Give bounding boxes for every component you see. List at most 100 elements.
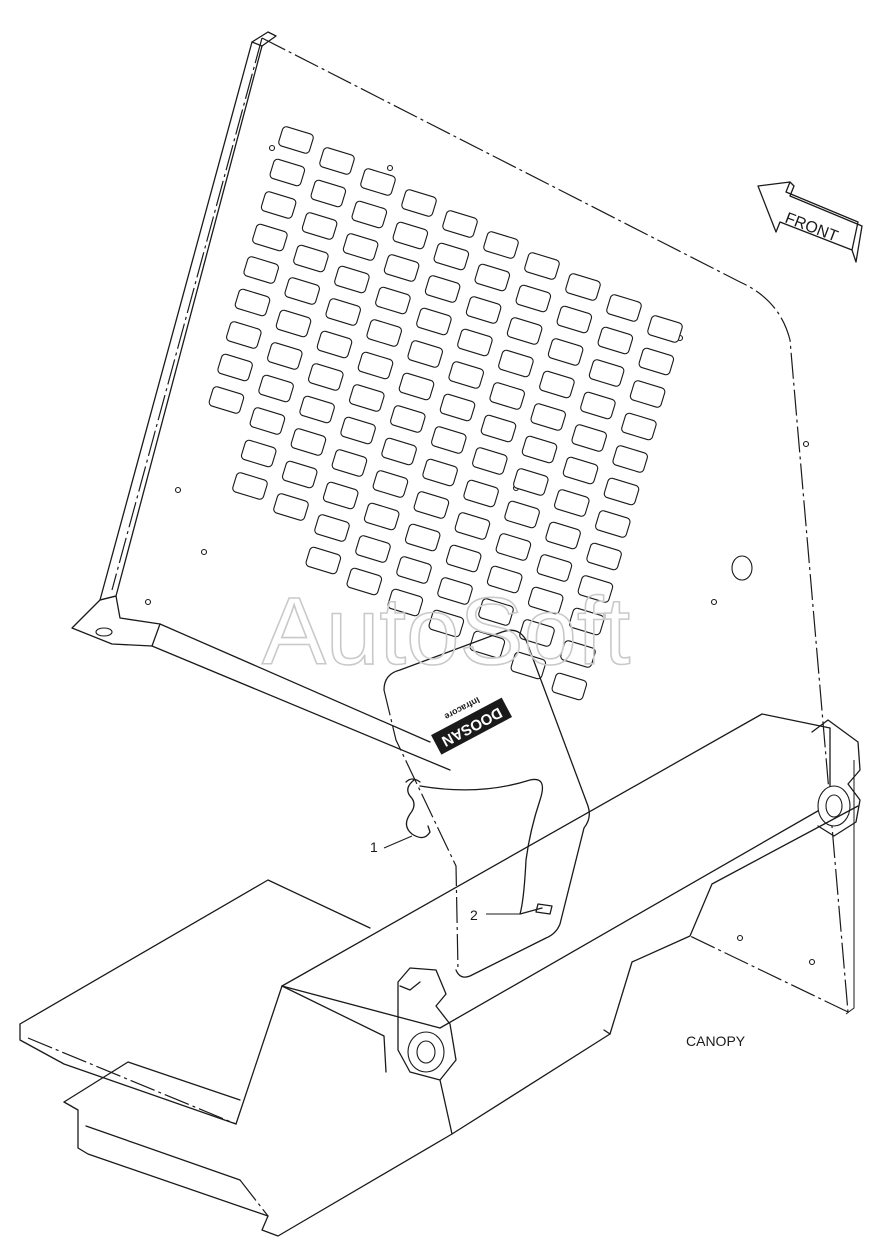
screen-opening — [457, 328, 493, 357]
screen-openings — [208, 126, 683, 701]
part-2-cable — [419, 778, 553, 915]
screen-opening — [545, 521, 581, 550]
screen-opening — [331, 449, 368, 477]
screen-opening — [381, 437, 417, 466]
screen-opening — [349, 384, 385, 412]
screen-opening — [474, 263, 511, 292]
screen-opening — [299, 395, 335, 424]
screen-opening — [243, 256, 279, 284]
screen-opening — [355, 535, 391, 563]
screen-opening — [547, 338, 584, 366]
screen-opening — [647, 315, 683, 343]
screen-opening — [351, 200, 388, 229]
screen-opening — [305, 546, 342, 575]
screen-opening — [580, 391, 616, 420]
screen-opening — [439, 393, 476, 422]
screen-opening — [278, 126, 314, 154]
screen-opening — [612, 445, 648, 473]
screen-opening — [404, 523, 441, 552]
part-1-s-hook — [405, 778, 431, 839]
screen-opening — [252, 223, 288, 252]
screen-opening — [234, 288, 271, 317]
screen-opening — [551, 672, 588, 701]
screen-opening — [240, 439, 277, 468]
callout-leaders — [383, 835, 520, 915]
screen-opening — [595, 510, 631, 538]
screen-opening — [360, 168, 396, 196]
screen-opening — [314, 514, 350, 542]
screen-opening — [398, 372, 435, 401]
screen-opening — [448, 361, 484, 389]
screen-opening — [372, 470, 409, 498]
screen-opening — [284, 277, 320, 305]
screen-opening — [387, 588, 424, 617]
screen-opening — [437, 577, 473, 605]
screen-opening — [363, 502, 400, 531]
screen-opening — [597, 326, 634, 355]
screen-opening — [469, 630, 506, 659]
screen-opening — [383, 254, 420, 282]
screen-opening — [489, 382, 525, 410]
screen-opening — [340, 416, 376, 445]
screen-opening — [442, 210, 478, 238]
screen-opening — [571, 424, 607, 452]
screen-opening — [504, 500, 540, 529]
screen-opening — [577, 575, 614, 603]
screen-opening — [454, 512, 491, 540]
screen-opening — [480, 414, 517, 443]
screen-opening — [416, 307, 452, 336]
screen-opening — [638, 347, 675, 376]
screen-panel — [71, 31, 849, 1013]
screen-opening — [293, 244, 329, 273]
screen-opening — [424, 275, 461, 303]
screen-opening — [588, 359, 625, 387]
screen-opening — [342, 233, 379, 261]
screen-opening — [524, 252, 560, 280]
screen-opening — [562, 456, 599, 485]
screen-opening — [366, 319, 402, 347]
screen-opening — [392, 221, 429, 250]
screen-opening — [281, 460, 318, 489]
screen-opening — [258, 374, 294, 403]
screen-opening — [308, 363, 344, 391]
screen-opening — [357, 351, 394, 380]
screen-opening — [431, 426, 467, 454]
screen-opening — [530, 403, 566, 431]
screen-opening — [310, 179, 347, 208]
watermark: AutoSoft — [262, 578, 630, 685]
screen-opening — [316, 330, 353, 359]
screen-opening — [208, 386, 245, 414]
screen-opening — [275, 309, 312, 338]
canopy-caption: CANOPY — [686, 1033, 746, 1049]
screen-opening — [290, 428, 327, 456]
screen-opening — [407, 340, 443, 368]
screen-opening — [396, 556, 432, 584]
screen-opening — [334, 265, 370, 294]
screen-opening — [565, 273, 601, 301]
screen-opening — [249, 407, 286, 435]
screen-opening — [495, 533, 532, 561]
screen-opening — [445, 544, 482, 573]
base-frame — [19, 805, 859, 1237]
screen-opening — [463, 479, 499, 508]
hinge-bar — [281, 713, 861, 1081]
screen-opening — [260, 191, 297, 219]
screen-opening — [401, 189, 437, 217]
screen-opening — [375, 286, 411, 315]
screen-opening — [486, 565, 523, 594]
screen-opening — [498, 349, 534, 378]
screen-opening — [506, 317, 543, 345]
screen-opening — [322, 481, 359, 510]
screen-opening — [413, 491, 450, 519]
screen-opening — [226, 321, 262, 349]
callout-1-label: 1 — [370, 839, 378, 855]
screen-opening — [232, 472, 268, 500]
screen-opening — [536, 554, 573, 582]
screen-opening — [478, 598, 514, 626]
screen-opening — [603, 477, 640, 506]
screen-opening — [422, 458, 458, 487]
screen-opening — [568, 607, 605, 636]
front-direction-arrow: FRONT — [757, 181, 863, 263]
screen-opening — [510, 651, 547, 680]
